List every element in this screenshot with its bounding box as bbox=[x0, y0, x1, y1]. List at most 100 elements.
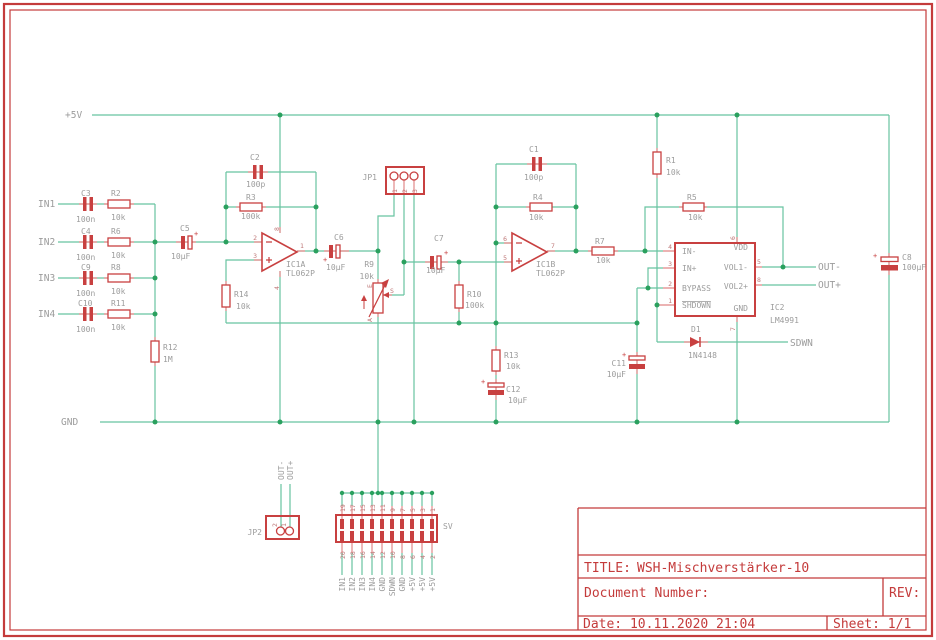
sv-pin-8: 8 bbox=[399, 555, 407, 559]
r1-name: R1 bbox=[666, 156, 676, 165]
capacitor-c11[interactable]: + C11 10µF bbox=[607, 351, 646, 379]
ic2-pin-num-2: 2 bbox=[668, 280, 672, 288]
sv-net-in3: IN3 bbox=[358, 577, 367, 592]
net-sdwn: SDWN bbox=[790, 338, 813, 349]
r6-name: R6 bbox=[111, 227, 121, 236]
r9-value: 10k bbox=[360, 272, 375, 281]
opamp-ic1a[interactable]: 2 3 1 8 4 IC1A TL062P bbox=[253, 227, 315, 290]
sv-pin-6: 6 bbox=[409, 555, 417, 559]
capacitor-c12[interactable]: + C12 10µF bbox=[481, 378, 527, 405]
resistor-r5[interactable]: R5 10k bbox=[682, 193, 705, 222]
ic1a-name: IC1A bbox=[286, 260, 305, 269]
ic2-pin-num-5: 5 bbox=[757, 258, 761, 266]
c9-value: 100n bbox=[76, 289, 95, 298]
sv-pin-15: 15 bbox=[359, 504, 367, 512]
resistor-r12[interactable]: R12 1M bbox=[150, 340, 178, 364]
ic2-pin-num-4: 4 bbox=[668, 243, 672, 251]
opamp-ic1b[interactable]: 6 5 7 IC1B TL062P bbox=[503, 231, 565, 278]
r14-name: R14 bbox=[234, 290, 249, 299]
jumper-jp1[interactable]: 1 2 3 JP1 bbox=[363, 166, 425, 195]
sv-pin-17: 17 bbox=[349, 504, 357, 512]
r12-name: R12 bbox=[163, 343, 178, 352]
document-number-label: Document Number: bbox=[584, 586, 709, 601]
sv-pin-16: 16 bbox=[359, 551, 367, 559]
c12-polarity-mark: + bbox=[481, 378, 485, 386]
c7-value: 10µF bbox=[426, 266, 445, 275]
ic2-amplifier[interactable]: IN- IN+ BYPASS SHDOWN VDD VOL1- VOL2+ GN… bbox=[668, 236, 799, 331]
capacitor-c3[interactable]: C3 100n bbox=[76, 189, 95, 224]
jp2-net-out-minus: OUT- bbox=[277, 461, 286, 480]
capacitor-c6[interactable]: + C6 10µF bbox=[323, 233, 345, 272]
c12-name: C12 bbox=[506, 385, 521, 394]
sv-pin-11: 11 bbox=[379, 504, 387, 512]
ic1b-value: TL062P bbox=[536, 269, 565, 278]
capacitor-c2[interactable]: C2 100p bbox=[246, 153, 265, 189]
resistor-r6[interactable]: R6 10k bbox=[107, 227, 131, 260]
resistor-r2[interactable]: R2 10k bbox=[107, 189, 131, 222]
c3-value: 100n bbox=[76, 215, 95, 224]
diode-d1[interactable]: D1 1N4148 bbox=[688, 325, 717, 360]
r9-top-mark: E bbox=[366, 284, 374, 288]
r7-value: 10k bbox=[596, 256, 611, 265]
resistor-r13[interactable]: R13 10k bbox=[491, 349, 521, 372]
c9-name: C9 bbox=[81, 263, 91, 272]
sv-pin-18: 18 bbox=[349, 551, 357, 559]
jp2-pin-2: 2 bbox=[271, 523, 279, 527]
r13-name: R13 bbox=[504, 351, 519, 360]
resistor-r3[interactable]: R3 100k bbox=[239, 193, 263, 221]
sv-net-in2: IN2 bbox=[348, 577, 357, 592]
capacitor-c8[interactable]: + C8 100µF bbox=[873, 252, 926, 272]
ic2-pin-shutdown: SHDOWN bbox=[682, 301, 711, 310]
net-in3: IN3 bbox=[38, 273, 55, 284]
c11-polarity-mark: + bbox=[622, 351, 626, 359]
r9-name: R9 bbox=[364, 260, 374, 269]
ic1a-value: TL062P bbox=[286, 269, 315, 278]
resistor-r7[interactable]: R7 10k bbox=[591, 237, 615, 265]
ic2-pin-num-3: 3 bbox=[668, 260, 672, 268]
ic1a-pin-vminus: 4 bbox=[273, 286, 281, 290]
c8-polarity-mark: + bbox=[873, 252, 877, 260]
sv-net-in4: IN4 bbox=[368, 577, 377, 592]
resistor-r1[interactable]: R1 10k bbox=[652, 151, 681, 177]
c3-name: C3 bbox=[81, 189, 91, 198]
title-label: TITLE: bbox=[584, 561, 631, 576]
ic1b-pin-out: 7 bbox=[551, 242, 555, 250]
r3-value: 100k bbox=[241, 212, 260, 221]
resistor-r10[interactable]: R10 100k bbox=[454, 284, 484, 310]
capacitor-c7[interactable]: + C7 10µF bbox=[426, 234, 448, 275]
c5-name: C5 bbox=[180, 224, 190, 233]
r8-name: R8 bbox=[111, 263, 121, 272]
sv-pin-13: 13 bbox=[369, 504, 377, 512]
ic1b-pin-inv: 6 bbox=[503, 235, 507, 243]
sv-pin-4: 4 bbox=[419, 555, 427, 559]
sv-pin-5: 5 bbox=[409, 508, 417, 512]
resistor-r8[interactable]: R8 10k bbox=[107, 263, 131, 296]
sv-net-5v-2: +5V bbox=[418, 577, 427, 592]
d1-name: D1 bbox=[691, 325, 701, 334]
ic2-name: IC2 bbox=[770, 303, 785, 312]
r9-bottom-mark: A bbox=[366, 318, 374, 322]
r9-wiper-mark: S bbox=[390, 287, 394, 295]
resistor-r4[interactable]: R4 10k bbox=[529, 193, 553, 222]
resistor-r11[interactable]: R11 10k bbox=[107, 299, 131, 332]
capacitor-c5[interactable]: + C5 10µF bbox=[171, 224, 198, 261]
ic1b-name: IC1B bbox=[536, 260, 555, 269]
connector-sv[interactable]: 19 17 15 13 11 9 7 5 3 1 20 18 16 14 12 … bbox=[335, 504, 453, 596]
ic1a-pin-vplus: 8 bbox=[273, 227, 281, 231]
c2-value: 100p bbox=[246, 180, 265, 189]
jp2-name: JP2 bbox=[248, 528, 263, 537]
sv-pin-1: 1 bbox=[429, 508, 437, 512]
r4-name: R4 bbox=[533, 193, 543, 202]
r5-name: R5 bbox=[687, 193, 697, 202]
c2-name: C2 bbox=[250, 153, 260, 162]
jumper-jp2[interactable]: 2 1 JP2 OUT- OUT+ bbox=[248, 461, 300, 540]
capacitor-c10[interactable]: C10 100n bbox=[76, 299, 95, 334]
capacitor-c1[interactable]: C1 100p bbox=[524, 145, 543, 182]
capacitor-c4[interactable]: C4 100n bbox=[76, 227, 95, 262]
potentiometer-r9[interactable]: S E A R9 10k bbox=[360, 260, 394, 322]
resistor-r14[interactable]: R14 10k bbox=[221, 284, 251, 311]
capacitor-c9[interactable]: C9 100n bbox=[76, 263, 95, 298]
c6-polarity-mark: + bbox=[323, 256, 327, 264]
